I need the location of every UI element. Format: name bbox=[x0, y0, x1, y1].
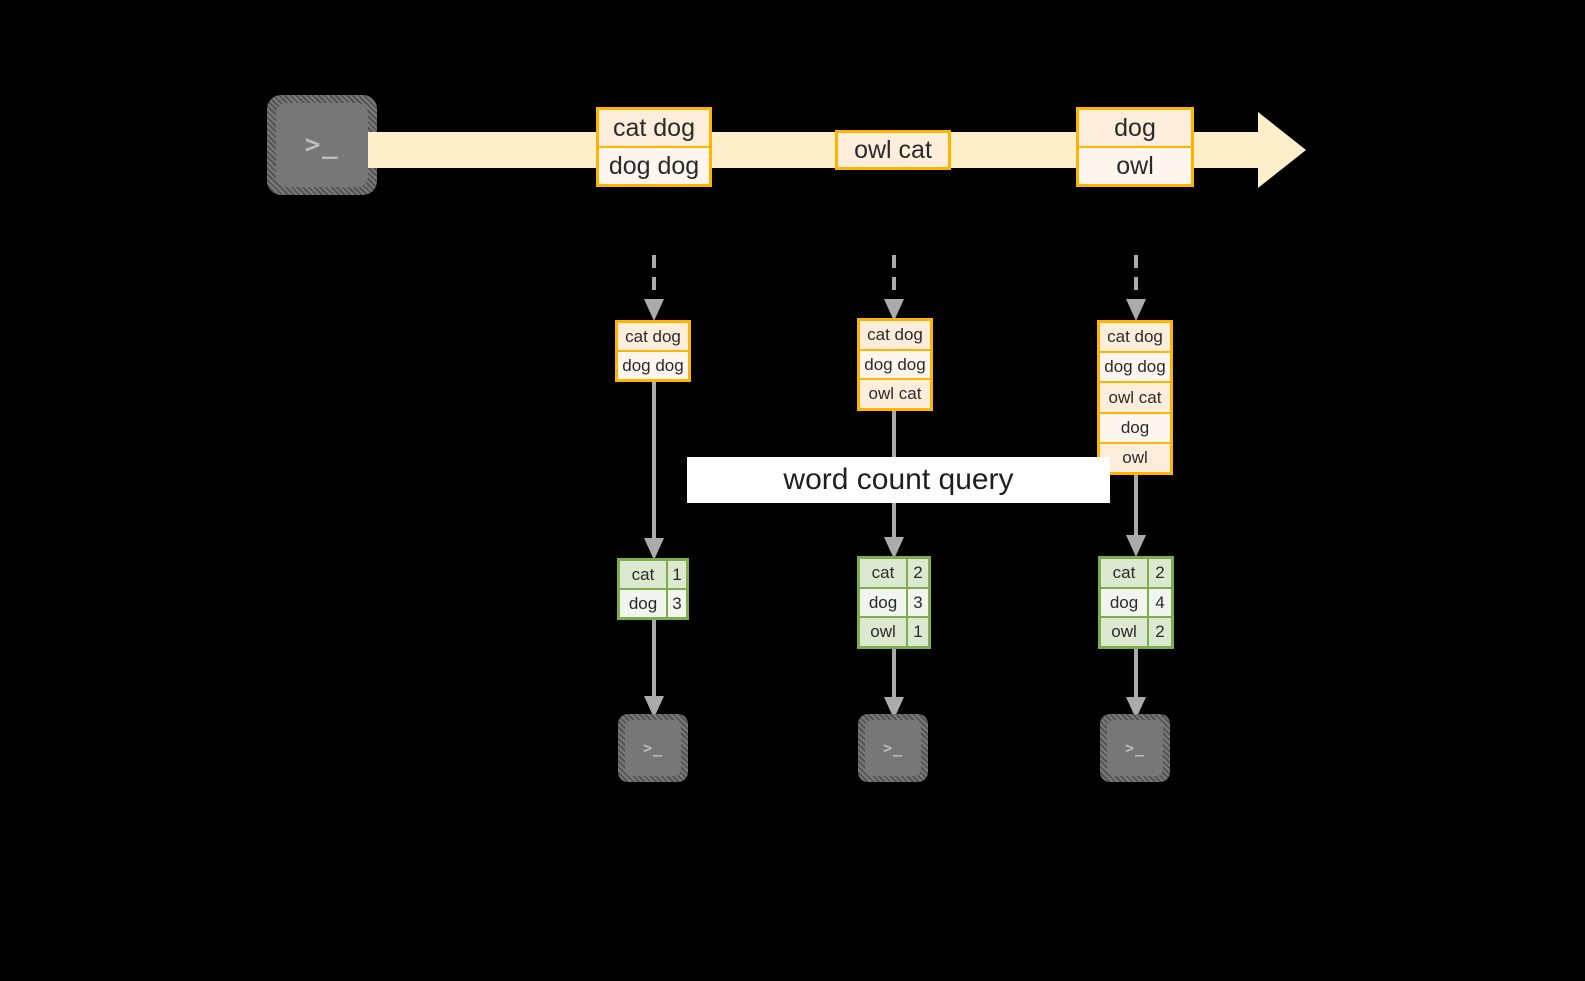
table-row: cat 1 bbox=[620, 561, 686, 588]
stream-message-line: owl cat bbox=[838, 133, 948, 167]
result-word: cat bbox=[620, 561, 666, 588]
stream-message-line: dog dog bbox=[599, 146, 709, 184]
event-stream-arrowhead bbox=[1258, 112, 1306, 188]
terminal-prompt-glyph: >_ bbox=[304, 130, 340, 160]
query-label-band: word count query bbox=[687, 457, 1110, 503]
result-count: 2 bbox=[1147, 559, 1171, 587]
result-table-1: cat 1 dog 3 bbox=[617, 558, 689, 620]
state-row: cat dog bbox=[618, 323, 688, 350]
stream-message-3: dog owl bbox=[1076, 107, 1194, 187]
source-terminal-icon: >_ bbox=[267, 95, 377, 195]
state-row: owl cat bbox=[860, 378, 930, 409]
result-count: 1 bbox=[666, 561, 686, 588]
result-word: owl bbox=[860, 618, 906, 647]
result-count: 4 bbox=[1147, 588, 1171, 617]
result-word: owl bbox=[1101, 618, 1147, 647]
state-row: owl cat bbox=[1100, 381, 1170, 412]
table-row: owl 2 bbox=[1101, 616, 1171, 647]
sink-terminal-icon-3: >_ bbox=[1100, 714, 1170, 782]
table-row: dog 3 bbox=[860, 586, 928, 617]
result-count: 2 bbox=[906, 559, 928, 587]
state-row: owl bbox=[1100, 441, 1170, 473]
terminal-prompt-glyph: >_ bbox=[643, 738, 663, 757]
stream-message-line: cat dog bbox=[599, 110, 709, 146]
sink-terminal-icon-1: >_ bbox=[618, 714, 688, 782]
result-word: cat bbox=[1101, 559, 1147, 587]
result-word: dog bbox=[860, 588, 906, 617]
terminal-prompt-glyph: >_ bbox=[1125, 738, 1145, 757]
state-row: cat dog bbox=[1100, 323, 1170, 352]
stream-message-1: cat dog dog dog bbox=[596, 107, 712, 187]
stream-message-line: owl bbox=[1079, 146, 1191, 184]
state-row: dog dog bbox=[860, 348, 930, 379]
result-word: dog bbox=[620, 590, 666, 617]
result-count: 1 bbox=[906, 618, 928, 647]
state-row: dog bbox=[1100, 411, 1170, 442]
result-count: 3 bbox=[666, 590, 686, 617]
terminal-prompt-glyph: >_ bbox=[883, 738, 903, 757]
state-row: dog dog bbox=[1100, 351, 1170, 382]
result-count: 2 bbox=[1147, 618, 1171, 647]
result-word: cat bbox=[860, 559, 906, 587]
table-row: dog 3 bbox=[620, 588, 686, 617]
query-label-text: word count query bbox=[783, 463, 1014, 496]
table-row: cat 2 bbox=[1101, 559, 1171, 587]
state-row: cat dog bbox=[860, 321, 930, 349]
state-snapshot-2: cat dog dog dog owl cat bbox=[857, 318, 933, 411]
stream-message-2: owl cat bbox=[835, 130, 951, 170]
stream-message-line: dog bbox=[1079, 110, 1191, 146]
table-row: dog 4 bbox=[1101, 586, 1171, 617]
result-count: 3 bbox=[906, 588, 928, 617]
result-table-2: cat 2 dog 3 owl 1 bbox=[857, 556, 931, 649]
result-word: dog bbox=[1101, 588, 1147, 617]
state-row: dog dog bbox=[618, 350, 688, 379]
table-row: cat 2 bbox=[860, 559, 928, 587]
state-snapshot-1: cat dog dog dog bbox=[615, 320, 691, 382]
state-snapshot-3: cat dog dog dog owl cat dog owl bbox=[1097, 320, 1173, 475]
table-row: owl 1 bbox=[860, 616, 928, 647]
sink-terminal-icon-2: >_ bbox=[858, 714, 928, 782]
result-table-3: cat 2 dog 4 owl 2 bbox=[1098, 556, 1174, 649]
